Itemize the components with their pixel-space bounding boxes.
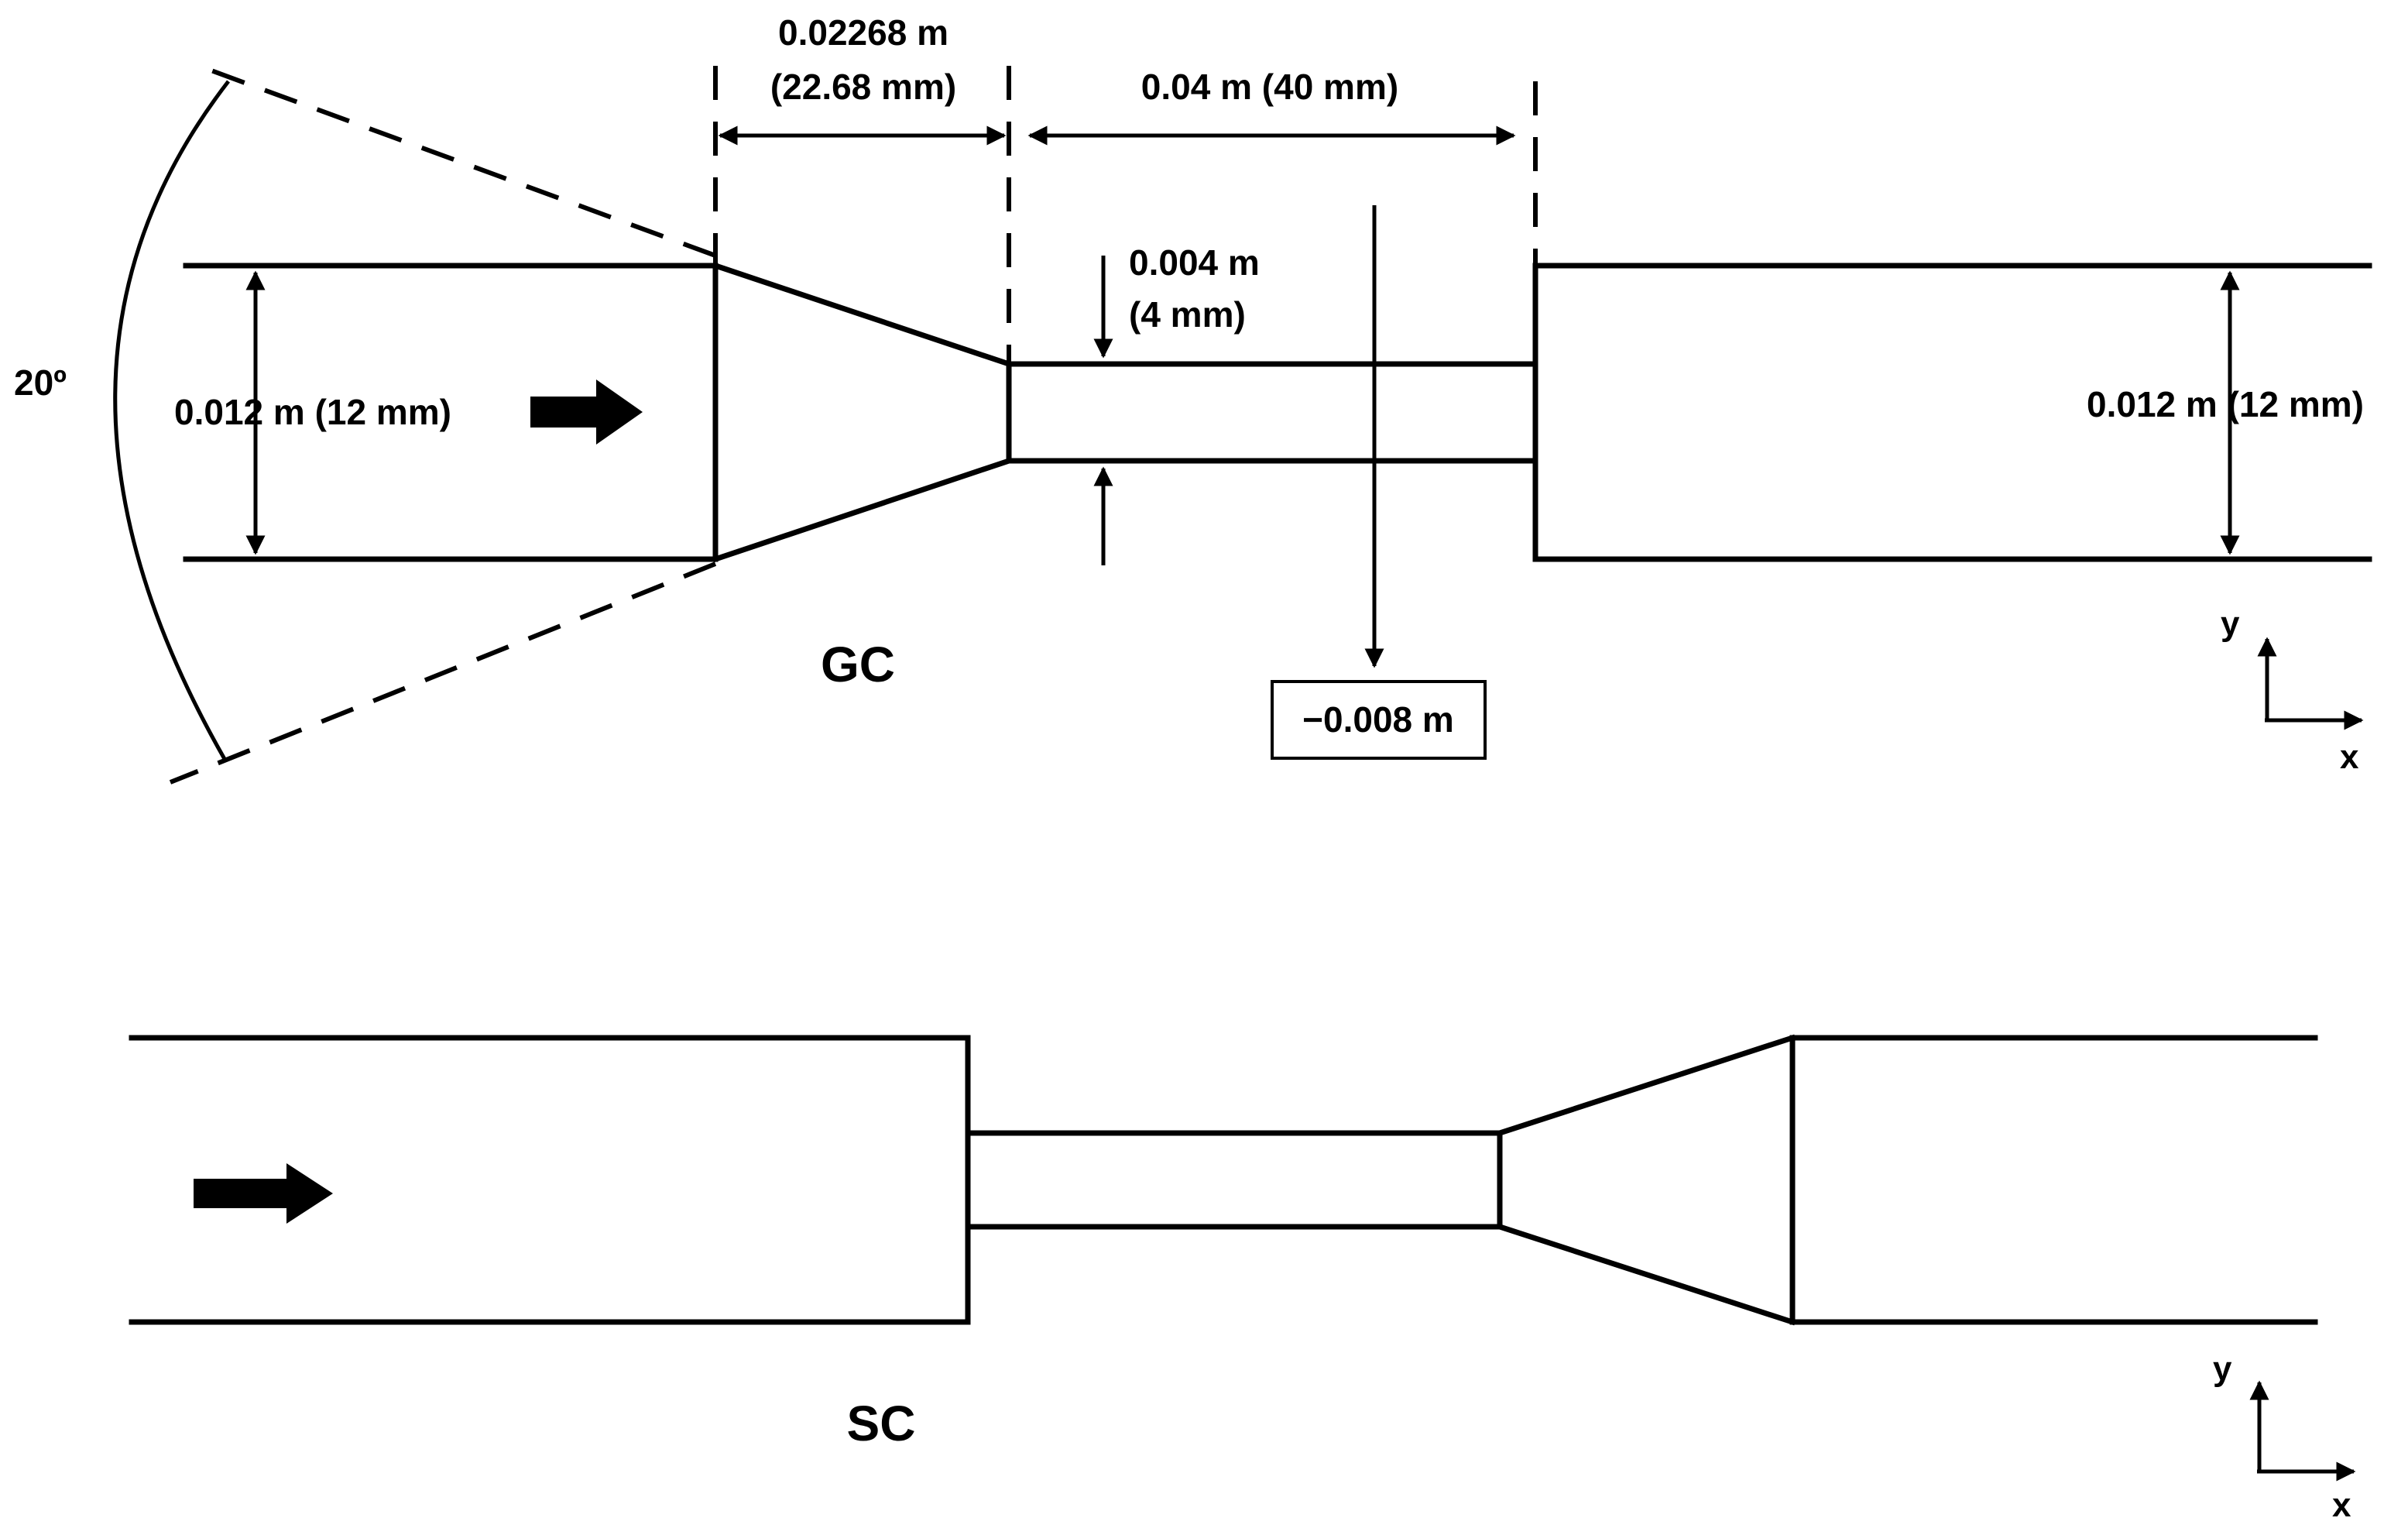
sc-diverging-top-wall	[1496, 1034, 1796, 1137]
gc-probe-position-box	[1271, 680, 1487, 760]
gc-converging-length-label: 0.02268 m	[778, 12, 948, 53]
gc-converging-bottom-wall	[712, 457, 1013, 563]
gc-angle-label: 20º	[14, 362, 67, 403]
gc-converging-length-mm-label: (22.68 mm)	[770, 67, 956, 107]
gc-angle-arc	[113, 80, 230, 761]
gc-throat-height-label: 0.004 m	[1129, 242, 1260, 283]
gc-converging-top-wall	[712, 262, 1013, 368]
gc-probe-position-label: −0.008 m	[1302, 699, 1454, 740]
sc-title-label: SC	[847, 1396, 916, 1451]
gc-axis-y-label: y	[2221, 605, 2240, 643]
gc-angle-extension-bottom	[169, 561, 717, 785]
gc-geometry	[113, 66, 2372, 785]
gc-outlet-height-label: 0.012 m (12 mm)	[2087, 384, 2364, 424]
gc-inlet-height-label: 0.012 m (12 mm)	[174, 392, 451, 432]
sc-axis-x-label: x	[2332, 1486, 2351, 1524]
sc-geometry	[129, 1034, 2356, 1482]
sc-axes-indicator	[2249, 1380, 2356, 1482]
gc-title-label: GC	[821, 637, 895, 692]
gc-flow-arrow	[530, 379, 643, 445]
gc-angle-extension-top	[208, 67, 717, 258]
gc-throat-height-mm-label: (4 mm)	[1129, 294, 1246, 335]
sc-diverging-bottom-wall	[1496, 1223, 1796, 1326]
gc-axes-indicator	[2257, 637, 2364, 730]
gc-axis-x-label: x	[2340, 738, 2359, 776]
gc-throat-length-label: 0.04 m (40 mm)	[1141, 67, 1398, 107]
sc-flow-arrow	[194, 1163, 333, 1224]
sc-axis-y-label: y	[2213, 1350, 2232, 1388]
